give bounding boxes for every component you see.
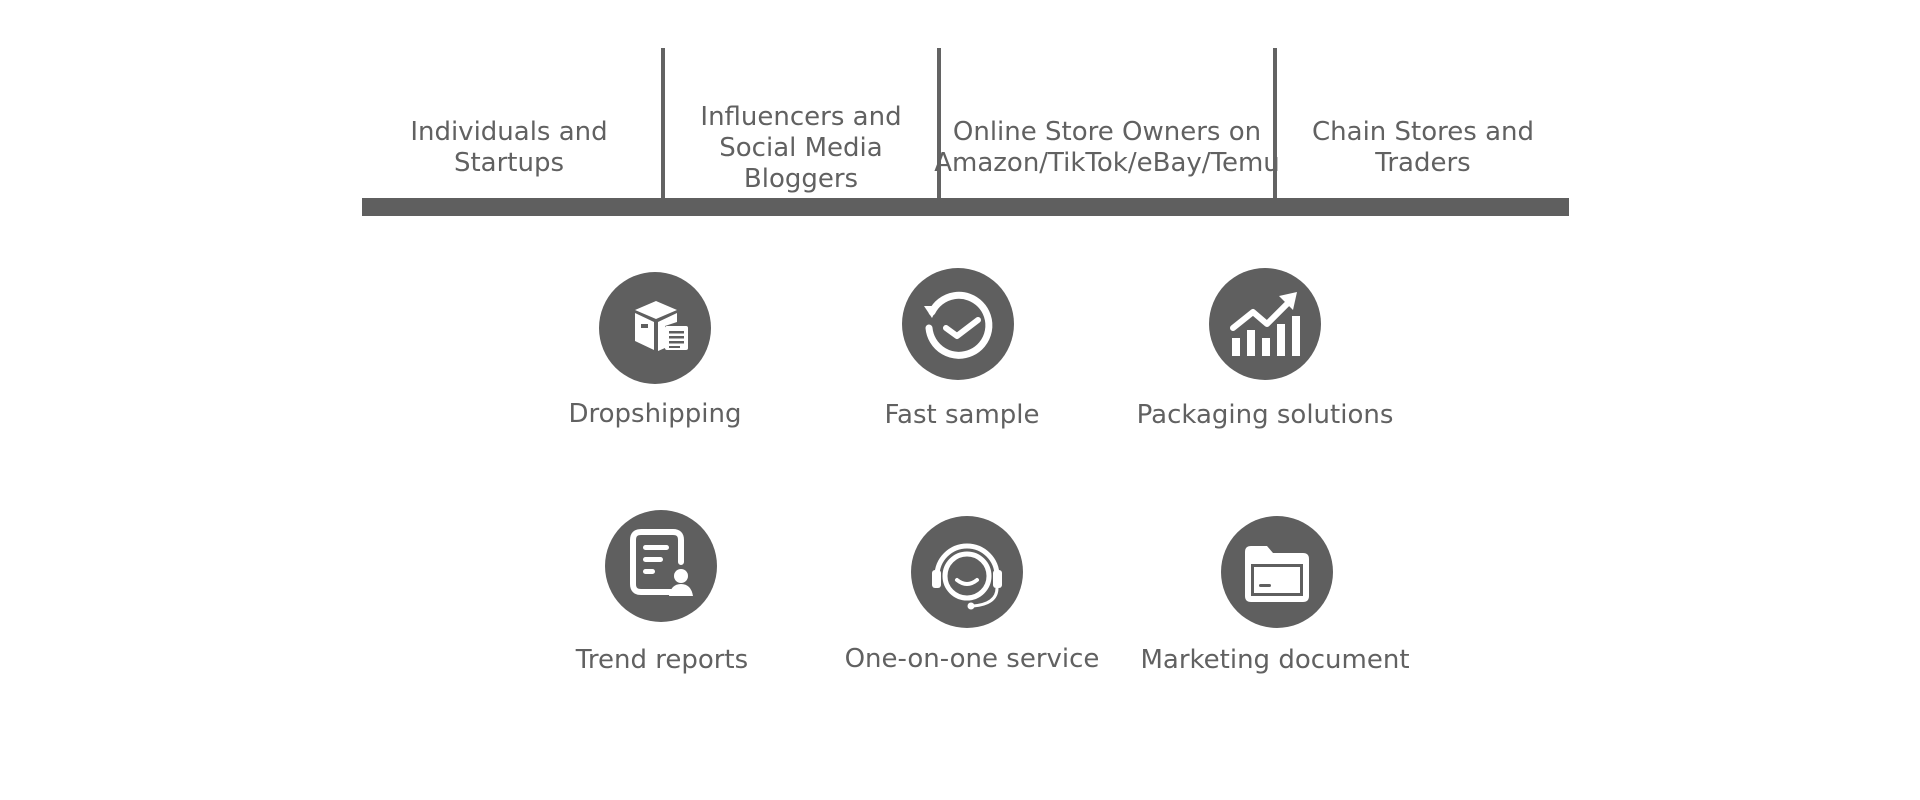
clock-refresh-icon [902, 268, 1014, 380]
segment-influencers: Influencers and Social Media Bloggers [665, 98, 937, 198]
segment-label: Online Store Owners on Amazon/TikTok/eBa… [934, 117, 1280, 178]
segment-baseline-bar [362, 198, 1569, 216]
segment-individuals-startups: Individuals and Startups [364, 98, 654, 198]
folder-icon [1221, 516, 1333, 628]
service-label: Trend reports [575, 645, 749, 675]
service-label: Fast sample [884, 400, 1040, 430]
segment-label: Influencers and Social Media Bloggers [700, 101, 902, 194]
headset-support-icon [911, 516, 1023, 628]
segment-divider [1273, 48, 1277, 200]
segment-divider [937, 48, 941, 200]
service-label: Marketing document [1140, 645, 1410, 675]
segment-chain-stores: Chain Stores and Traders [1277, 98, 1569, 198]
segment-divider [661, 48, 665, 200]
segment-label: Chain Stores and Traders [1312, 117, 1534, 178]
segment-label: Individuals and Startups [410, 117, 608, 178]
service-label: Dropshipping [568, 399, 742, 429]
report-person-icon [605, 510, 717, 622]
service-label: Packaging solutions [1136, 400, 1394, 430]
growth-chart-icon [1209, 268, 1321, 380]
segment-online-store-owners: Online Store Owners on Amazon/TikTok/eBa… [934, 98, 1280, 198]
service-label: One-on-one service [844, 644, 1100, 674]
box-with-document-icon [599, 272, 711, 384]
